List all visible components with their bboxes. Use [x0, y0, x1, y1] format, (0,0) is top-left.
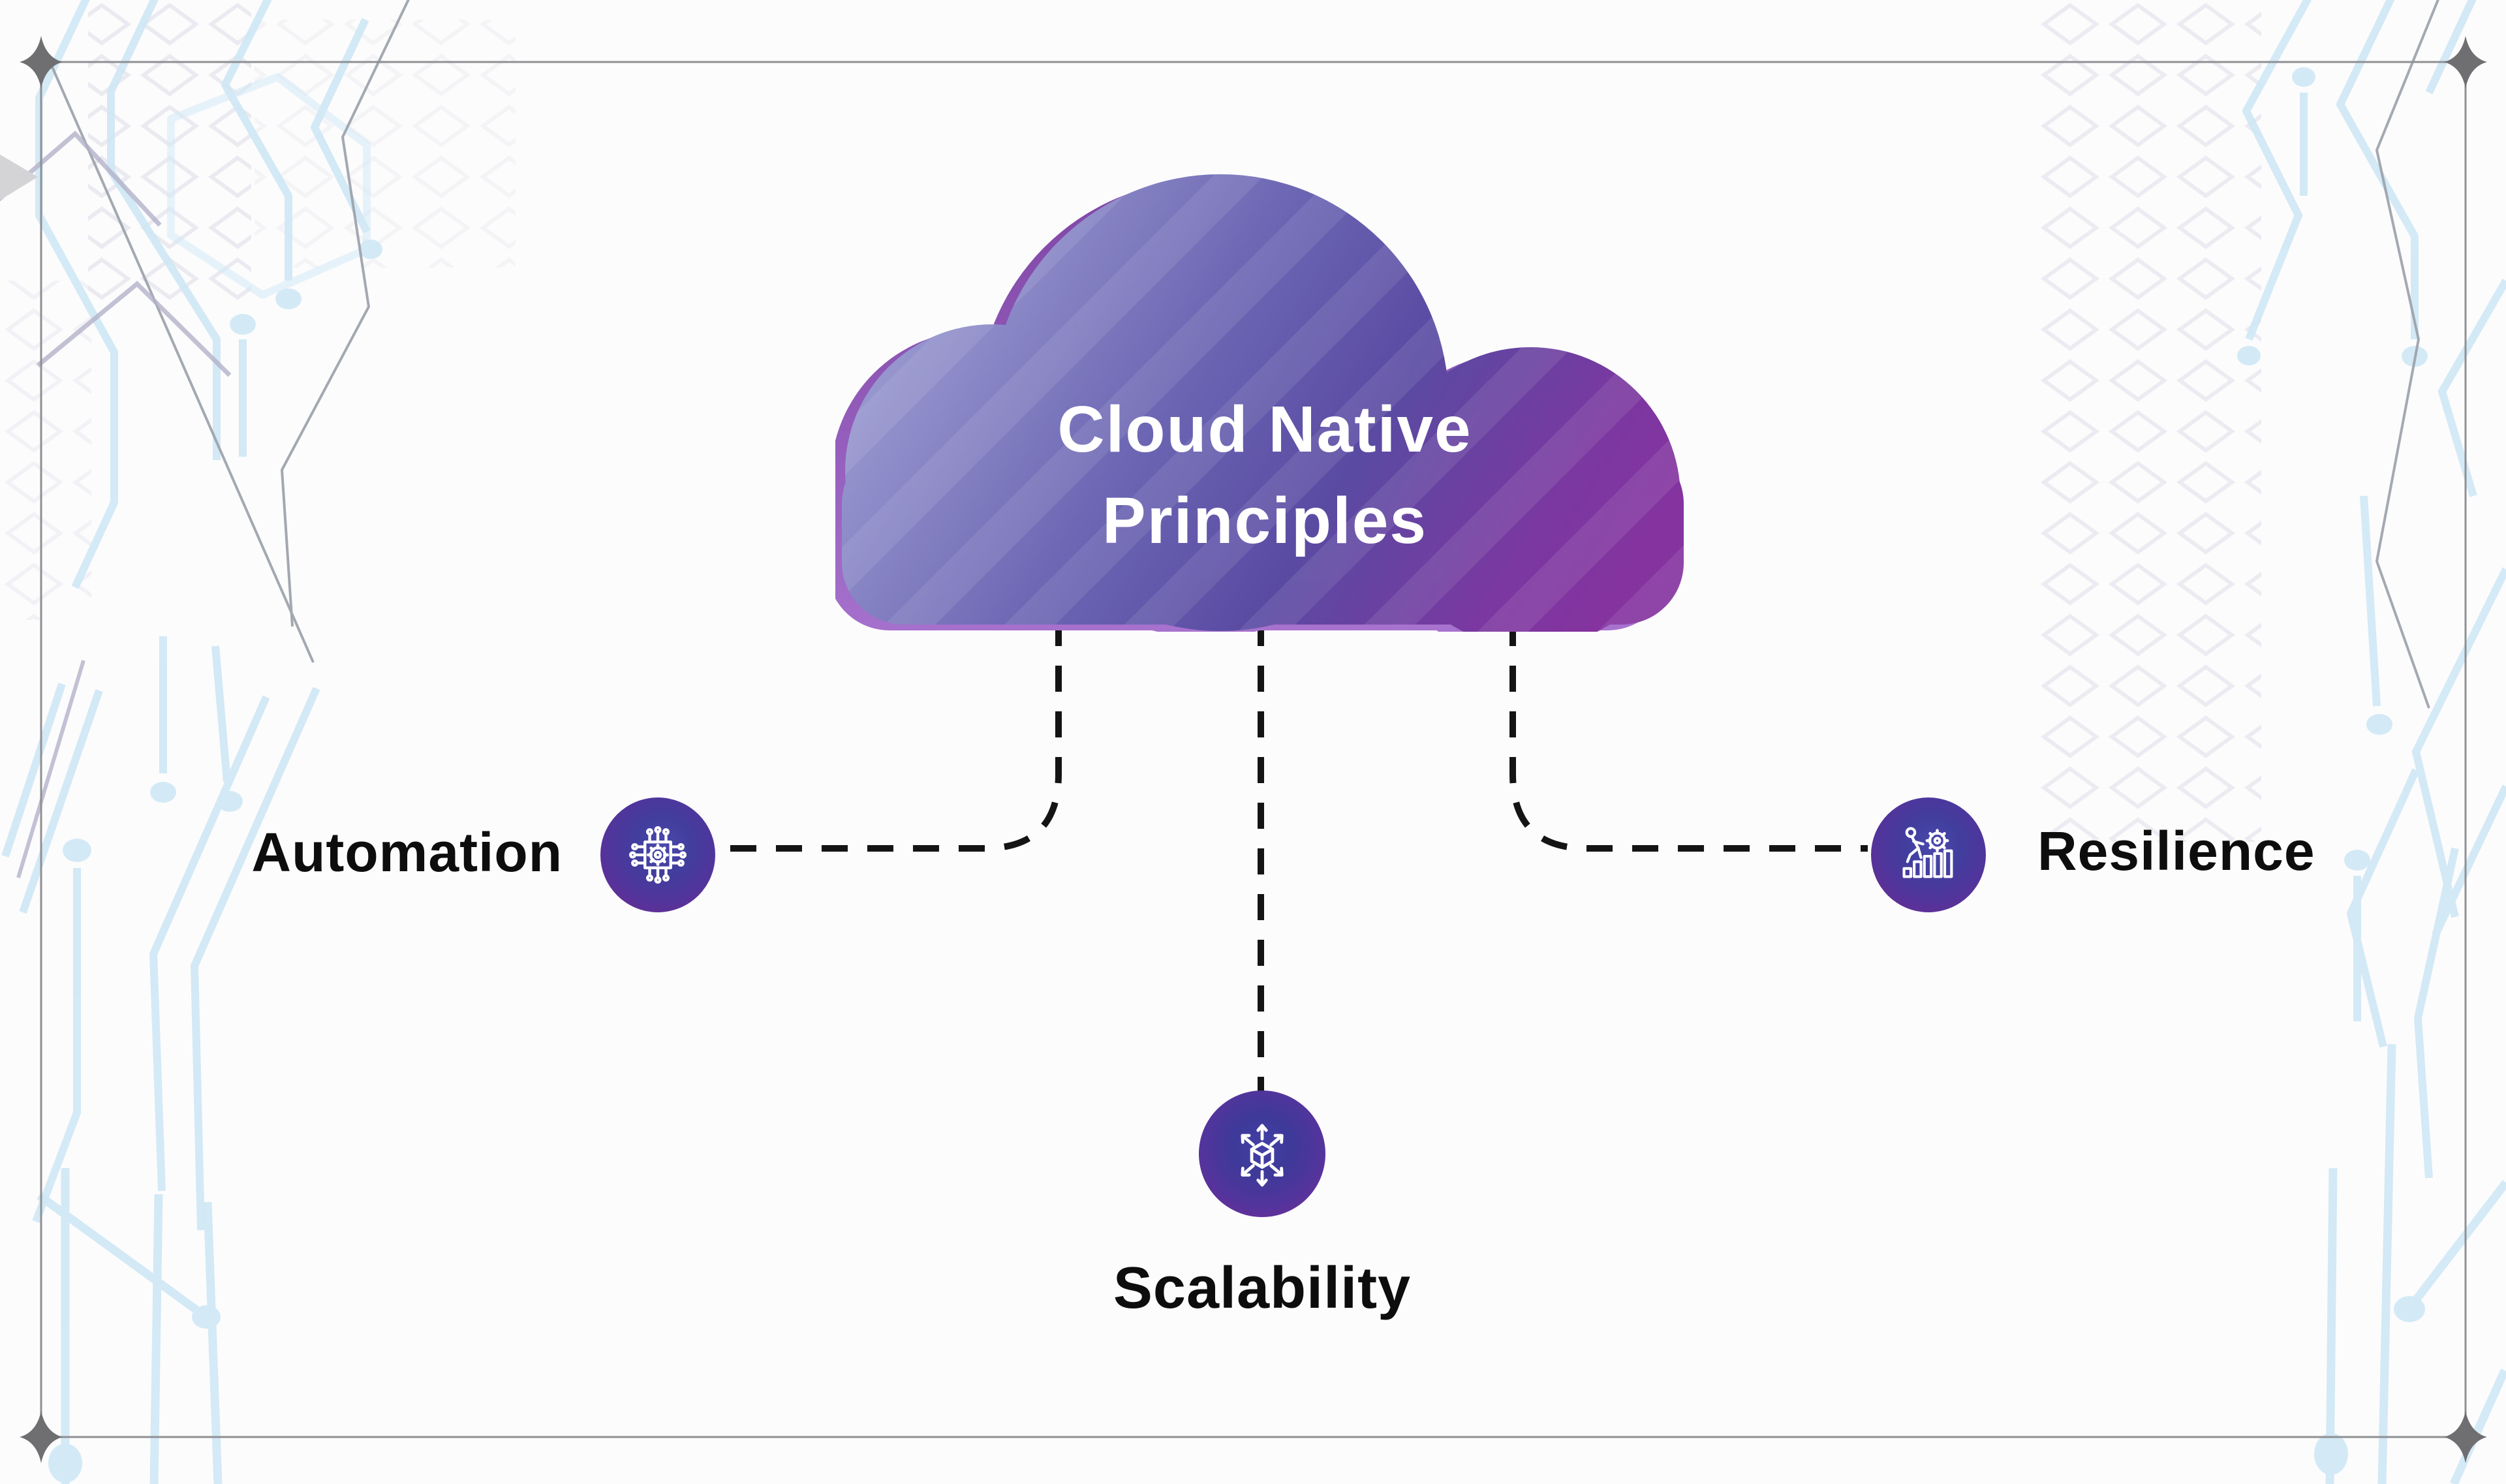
cloud-title: Cloud Native Principles: [835, 384, 1694, 566]
thin-gray-line-top-right: [2375, 0, 2439, 709]
chevron-pattern-top-left-faint: [255, 20, 516, 268]
circuit-dots-top-left: [230, 240, 382, 335]
chevron-pattern-left: [0, 281, 91, 620]
circuit-traces-left-mid: [1, 636, 320, 1231]
lavender-line-left-mid: [16, 660, 85, 878]
triangle-decor-left: [0, 154, 38, 200]
sparkle-icon: [2444, 1411, 2487, 1463]
circuit-dots-left-mid: [63, 782, 243, 862]
circuit-traces-right-mid: [2347, 495, 2506, 1179]
sparkle-icon: [20, 1411, 63, 1463]
connector-resilience: [1509, 620, 1868, 852]
node-scalability: [1199, 1090, 1325, 1217]
circuit-dots-right-mid: [2344, 714, 2392, 871]
chevron-pattern-top-right: [2033, 0, 2261, 842]
person-gear-chart-icon: [1902, 827, 1953, 878]
node-automation: [600, 797, 715, 912]
automation-label: Automation: [251, 822, 563, 883]
node-resilience: [1871, 797, 1986, 912]
thin-gray-lines-top-left: [50, 0, 410, 663]
corner-sparkles: [20, 36, 2487, 1463]
frame-border: [40, 61, 2467, 1438]
sparkle-icon: [20, 36, 63, 88]
chevron-pattern-top-left: [88, 0, 251, 307]
circuit-traces-bottom-right: [2325, 1043, 2506, 1484]
cloud-title-line1: Cloud Native: [1057, 393, 1472, 466]
cloud-title-line2: Principles: [1102, 484, 1427, 557]
chip-gear-icon: [629, 826, 687, 884]
sparkle-icon: [2444, 36, 2487, 88]
cloud-body: [842, 174, 1684, 632]
cloud-shape: [835, 174, 1684, 632]
circuit-dots-top-right: [2237, 67, 2428, 367]
connector-automation: [718, 620, 1062, 852]
circuit-dots-bottom-right: [2314, 1296, 2425, 1475]
resilience-label: Resilience: [2037, 820, 2315, 882]
circuit-dots-bottom-left: [48, 1305, 221, 1483]
cube-expand-icon: [1241, 1124, 1284, 1187]
circuit-traces-top-right: [2242, 0, 2506, 497]
scalability-label: Scalability: [1113, 1256, 1412, 1321]
